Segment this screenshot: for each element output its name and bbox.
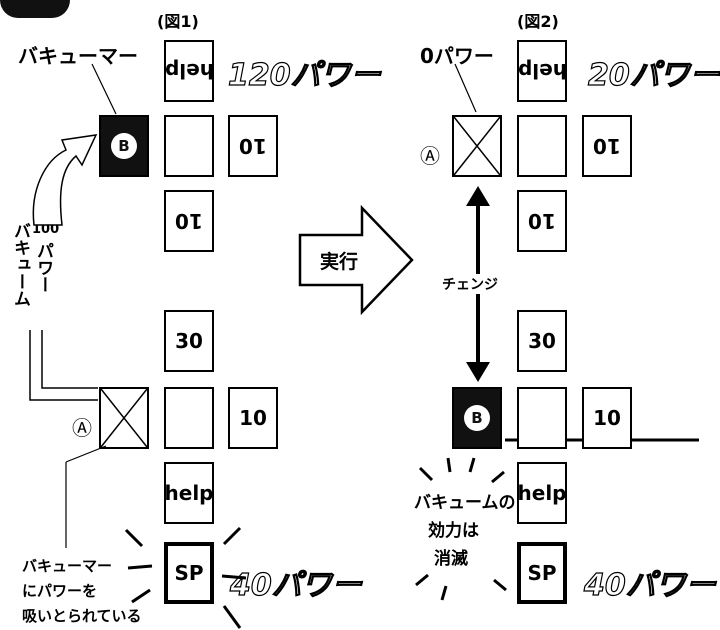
fig2-card-30: 30 (517, 310, 567, 372)
fig2-card-blank-center (517, 115, 567, 177)
fig2-title: (図2) (517, 12, 559, 31)
fig1-note-line1: バキューマー (22, 557, 113, 575)
fig2-card-10-middle: 10 (517, 190, 567, 252)
b-badge: B (111, 133, 137, 159)
fig1-card-10-right: 10 (228, 115, 278, 177)
fig2-change-label: チェンジ (440, 274, 500, 294)
fig2-note-line2: 効力は (428, 521, 479, 541)
diagram-lines (29, 63, 699, 629)
fig1-arrow-unit: パワー (33, 242, 53, 293)
fig2-card-help: help (517, 462, 567, 524)
fig2-card-a-crossed (452, 115, 502, 177)
fig2-card-10-right: 10 (582, 115, 632, 177)
fig2-card-blank-lower (517, 387, 567, 449)
decorative-blob (0, 0, 70, 18)
fig1-arrow-text: バキューム (10, 222, 30, 307)
fig2-card-sp: SP (517, 542, 567, 604)
fig1-card-a-crossed (99, 387, 149, 449)
fig1-card-help: help (164, 462, 214, 524)
fig1-vacuumer-label: バキューマー (18, 44, 138, 68)
fig2-card-b: B (452, 387, 502, 449)
fig1-card-b: B (99, 115, 149, 177)
fig1-sp-power-label: 40パワー (229, 567, 362, 603)
fig1-note-line3: 吸いとられている (22, 607, 142, 625)
fig1-card-10-middle: 10 (164, 190, 214, 252)
b-badge: B (464, 405, 490, 431)
fig2-sp-power-label: 40パワー (583, 567, 716, 603)
fig2-card-help-top: help (517, 40, 567, 102)
fig2-power-label: 20パワー (587, 57, 720, 93)
fig2-note-line1: バキュームの (414, 493, 516, 513)
fig1-title: (図1) (157, 12, 199, 31)
fig2-marker-a: Ⓐ (420, 144, 440, 168)
fig1-card-sp: SP (164, 542, 214, 604)
fig1-card-blank-lower (164, 387, 214, 449)
fig1-card-help-top: help (164, 40, 214, 102)
fig1-note-line2: にパワーを (22, 582, 98, 600)
fig1-card-30: 30 (164, 310, 214, 372)
fig1-card-blank-center (164, 115, 214, 177)
fig2-note-line3: 消滅 (434, 549, 468, 569)
cross-mark (100, 388, 148, 448)
fig1-power-label: 120パワー (227, 57, 381, 93)
fig1-marker-a: Ⓐ (72, 416, 92, 440)
fig2-card-10-lower: 10 (582, 387, 632, 449)
action-label: 実行 (320, 251, 359, 273)
cross-mark (453, 116, 501, 176)
fig1-card-10-lower: 10 (228, 387, 278, 449)
fig2-zero-power-label: 0パワー (420, 44, 494, 68)
